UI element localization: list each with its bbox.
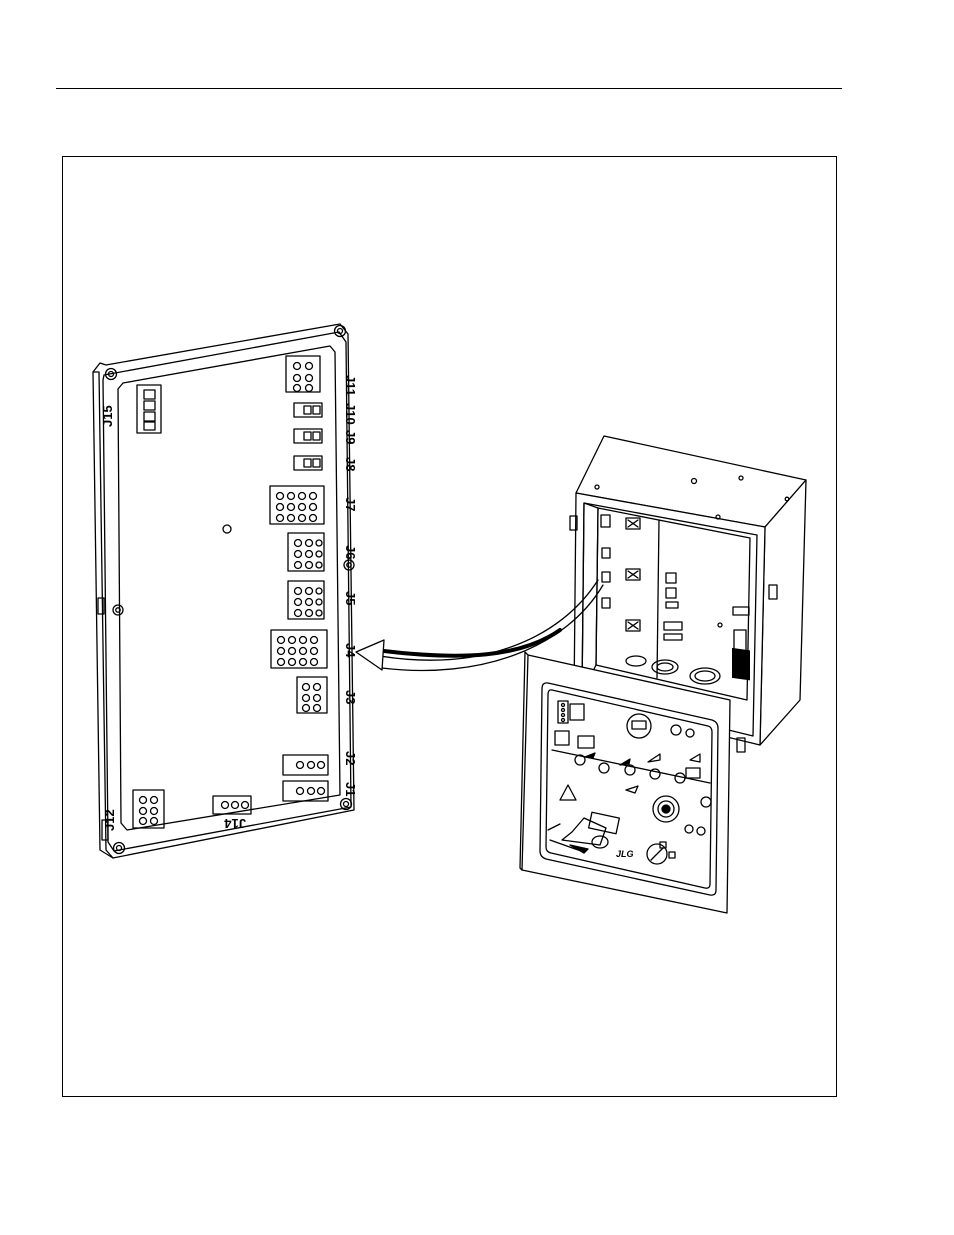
jlg-logo: JLG: [616, 849, 634, 859]
removal-arrow: [356, 580, 603, 670]
label-j4: J4: [343, 643, 358, 658]
label-j7: J7: [343, 497, 358, 511]
label-j12: J12: [102, 809, 117, 831]
label-j6: J6: [343, 545, 358, 559]
label-j3: J3: [343, 690, 358, 704]
label-j14: J14: [224, 816, 246, 831]
label-j15: J15: [100, 405, 115, 427]
label-j2: J2: [343, 751, 358, 765]
label-j9: J9: [343, 430, 358, 444]
label-j8: J8: [343, 457, 358, 471]
label-j5: J5: [343, 591, 358, 605]
label-j10: J10: [343, 403, 358, 425]
circuit-board: J11 J10 J9 J8 J7 J6 J5 J4 J3 J2 J1 J12 J…: [93, 324, 358, 858]
label-j1: J1: [343, 782, 358, 796]
label-j11: J11: [343, 375, 358, 396]
